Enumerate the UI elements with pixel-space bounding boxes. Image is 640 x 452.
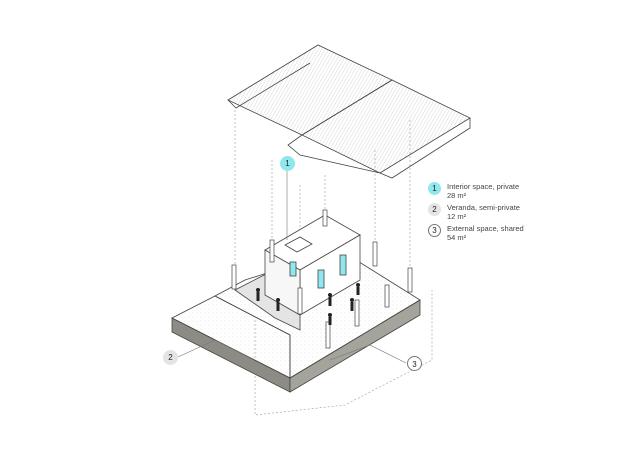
legend-label: Veranda, semi-private — [447, 203, 520, 212]
legend-badge: 1 — [428, 182, 441, 195]
people — [256, 283, 360, 325]
leader-lines — [177, 171, 407, 364]
callout-interior: 1 — [280, 156, 295, 171]
callout-veranda: 2 — [163, 350, 178, 365]
legend-area: 28 m² — [447, 191, 467, 200]
house-walls — [264, 214, 361, 316]
callout-external: 3 — [407, 356, 422, 371]
legend-area: 54 m² — [447, 233, 467, 242]
legend-label: External space, shared — [447, 224, 524, 233]
legend-area: 12 m² — [447, 212, 467, 221]
legend-label: Interior space, private — [447, 182, 520, 191]
legend-badge: 2 — [428, 203, 441, 216]
columns — [231, 209, 413, 349]
legend-badge: 3 — [428, 224, 441, 237]
roof — [227, 44, 471, 179]
